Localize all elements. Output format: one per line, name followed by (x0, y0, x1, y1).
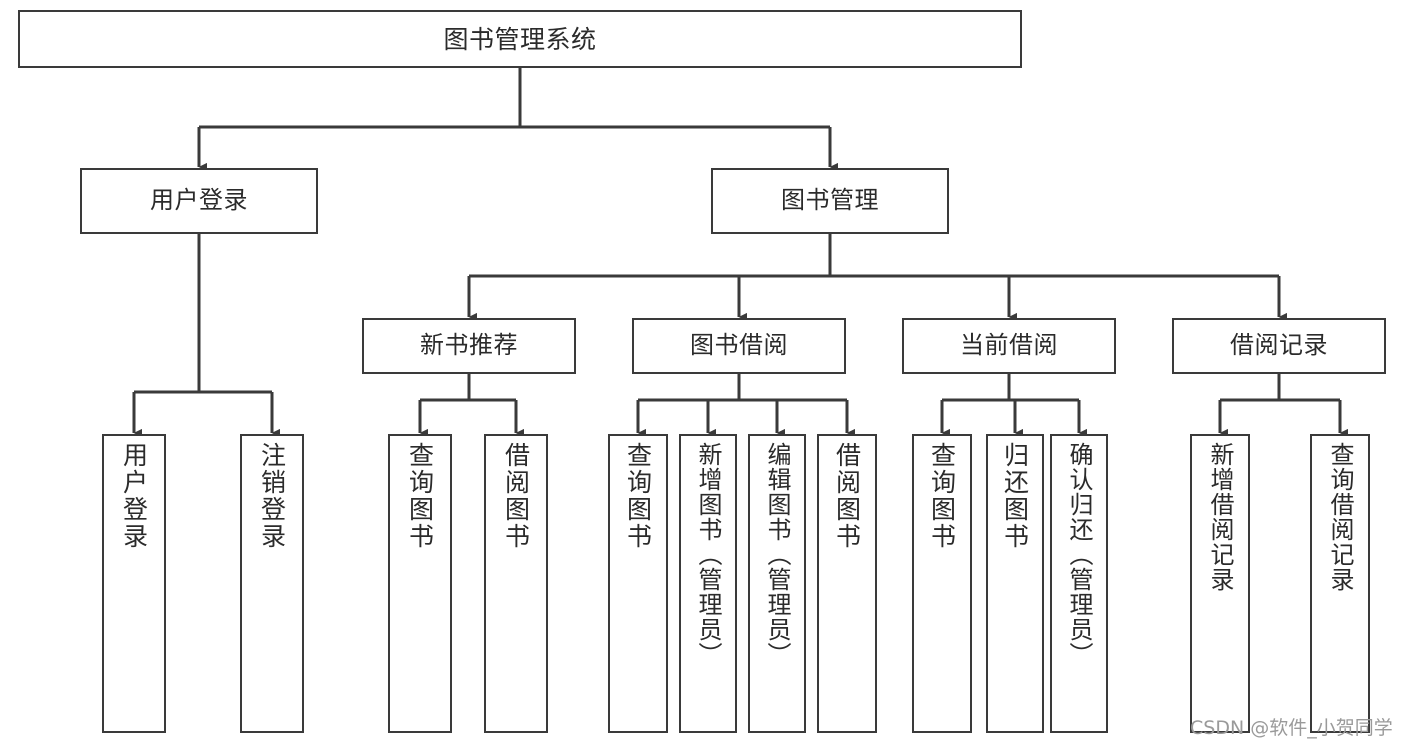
node-label: 查询图书 (927, 442, 957, 550)
node-label: 图书管理系统 (443, 24, 597, 54)
node-label: 图书借阅 (690, 331, 788, 360)
node-root[interactable]: 图书管理系统 (18, 10, 1022, 68)
node-label: 借阅记录 (1230, 331, 1328, 360)
node-label: 新增图书（管理员） (694, 442, 722, 667)
node-leaf-return-books[interactable]: 归还图书 (986, 434, 1044, 733)
node-leaf-user-login[interactable]: 用户登录 (102, 434, 166, 733)
node-label: 用户登录 (119, 442, 149, 550)
node-book-borrow[interactable]: 图书借阅 (632, 318, 846, 374)
node-leaf-borrow-books[interactable]: 借阅图书 (817, 434, 877, 733)
node-leaf-add-book-admin[interactable]: 新增图书（管理员） (679, 434, 737, 733)
node-leaf-logout[interactable]: 注销登录 (240, 434, 304, 733)
node-leaf-add-borrow-record[interactable]: 新增借阅记录 (1190, 434, 1250, 733)
node-current-borrow[interactable]: 当前借阅 (902, 318, 1116, 374)
node-book-management-module[interactable]: 图书管理 (711, 168, 949, 234)
node-label: 查询借阅记录 (1326, 442, 1354, 592)
node-leaf-borrow-books-rec[interactable]: 借阅图书 (484, 434, 548, 733)
node-label: 用户登录 (150, 186, 248, 215)
node-leaf-confirm-return-admin[interactable]: 确认归还（管理员） (1050, 434, 1108, 733)
node-new-book-recommend[interactable]: 新书推荐 (362, 318, 576, 374)
node-leaf-edit-book-admin[interactable]: 编辑图书（管理员） (748, 434, 806, 733)
node-label: 图书管理 (781, 186, 879, 215)
node-leaf-query-books-current[interactable]: 查询图书 (912, 434, 972, 733)
node-label: 借阅图书 (501, 442, 531, 550)
node-borrow-records[interactable]: 借阅记录 (1172, 318, 1386, 374)
node-label: 注销登录 (257, 442, 287, 550)
node-label: 归还图书 (1000, 442, 1030, 550)
node-user-login-module[interactable]: 用户登录 (80, 168, 318, 234)
node-label: 查询图书 (405, 442, 435, 550)
node-label: 查询图书 (623, 442, 653, 550)
csdn-watermark: CSDN @软件_小贺同学 (1190, 717, 1393, 739)
edge-group (132, 68, 1349, 438)
node-leaf-query-books-rec[interactable]: 查询图书 (388, 434, 452, 733)
node-leaf-query-books-borrow[interactable]: 查询图书 (608, 434, 668, 733)
node-label: 编辑图书（管理员） (763, 442, 791, 667)
node-label: 新书推荐 (420, 331, 518, 360)
node-leaf-query-borrow-record[interactable]: 查询借阅记录 (1310, 434, 1370, 733)
node-label: 当前借阅 (960, 331, 1058, 360)
node-label: 确认归还（管理员） (1065, 442, 1093, 667)
node-label: 借阅图书 (832, 442, 862, 550)
node-label: 新增借阅记录 (1206, 442, 1234, 592)
